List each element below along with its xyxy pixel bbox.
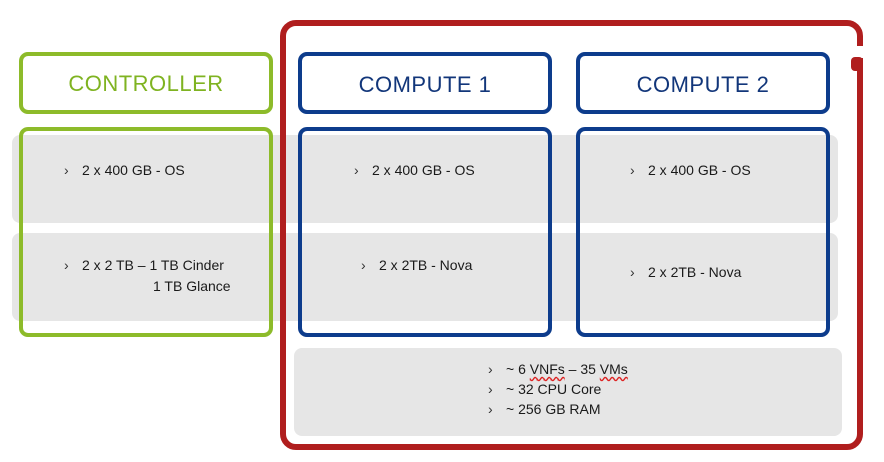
bullet-chevron-icon: ›	[630, 162, 635, 178]
controller-disks-box	[19, 127, 273, 337]
controller-os-item: › 2 x 400 GB - OS	[64, 163, 185, 177]
bullet-chevron-icon: ›	[488, 361, 493, 377]
controller-os-text: 2 x 400 GB - OS	[82, 162, 185, 178]
capacity-ram-text: ~ 256 GB RAM	[506, 401, 601, 417]
storage-row-band	[12, 233, 838, 321]
capacity-cpu-item: › ~ 32 CPU Core	[488, 382, 601, 396]
controller-storage-text: 2 x 2 TB – 1 TB Cinder	[82, 257, 224, 273]
bullet-chevron-icon: ›	[64, 257, 69, 273]
bullet-chevron-icon: ›	[488, 401, 493, 417]
compute1-title: COMPUTE 1	[358, 72, 492, 97]
controller-storage-item: › 2 x 2 TB – 1 TB Cinder	[64, 258, 224, 272]
controller-storage-item-cont: 1 TB Glance	[153, 278, 231, 294]
compute1-storage-text: 2 x 2TB - Nova	[379, 257, 473, 273]
bullet-chevron-icon: ›	[64, 162, 69, 178]
bullet-chevron-icon: ›	[361, 257, 366, 273]
controller-header-box	[19, 52, 273, 114]
compute2-storage-text: 2 x 2TB - Nova	[648, 264, 742, 280]
compute1-os-text: 2 x 400 GB - OS	[372, 162, 475, 178]
compute-cluster-frame	[280, 20, 863, 450]
compute1-disks-box	[298, 127, 552, 337]
compute1-storage-item: › 2 x 2TB - Nova	[361, 258, 472, 272]
compute2-storage-item: › 2 x 2TB - Nova	[630, 265, 741, 279]
compute-cluster-frame-gap	[855, 46, 869, 58]
os-row-band	[12, 135, 838, 223]
capacity-band	[294, 348, 842, 436]
bullet-chevron-icon: ›	[630, 264, 635, 280]
compute1-header-box	[298, 52, 552, 114]
compute2-header-box	[576, 52, 830, 114]
capacity-vnfs-mid: – 35	[564, 361, 600, 377]
bullet-chevron-icon: ›	[354, 162, 359, 178]
compute2-os-text: 2 x 400 GB - OS	[648, 162, 751, 178]
bullet-chevron-icon: ›	[488, 381, 493, 397]
compute2-os-item: › 2 x 400 GB - OS	[630, 163, 751, 177]
compute2-title: COMPUTE 2	[636, 72, 770, 97]
controller-title: CONTROLLER	[68, 71, 224, 96]
compute2-disks-box	[576, 127, 830, 337]
capacity-vms-word: VMs	[599, 361, 628, 377]
compute1-os-item: › 2 x 400 GB - OS	[354, 163, 475, 177]
capacity-cpu-text: ~ 32 CPU Core	[506, 381, 602, 397]
compute-cluster-frame-tab	[851, 57, 863, 71]
capacity-vnfs-prefix: ~ 6	[506, 361, 530, 377]
capacity-ram-item: › ~ 256 GB RAM	[488, 402, 601, 416]
capacity-vnfs-word: VNFs	[529, 361, 565, 377]
capacity-vnfs-item: › ~ 6 VNFs – 35 VMs	[488, 362, 628, 376]
